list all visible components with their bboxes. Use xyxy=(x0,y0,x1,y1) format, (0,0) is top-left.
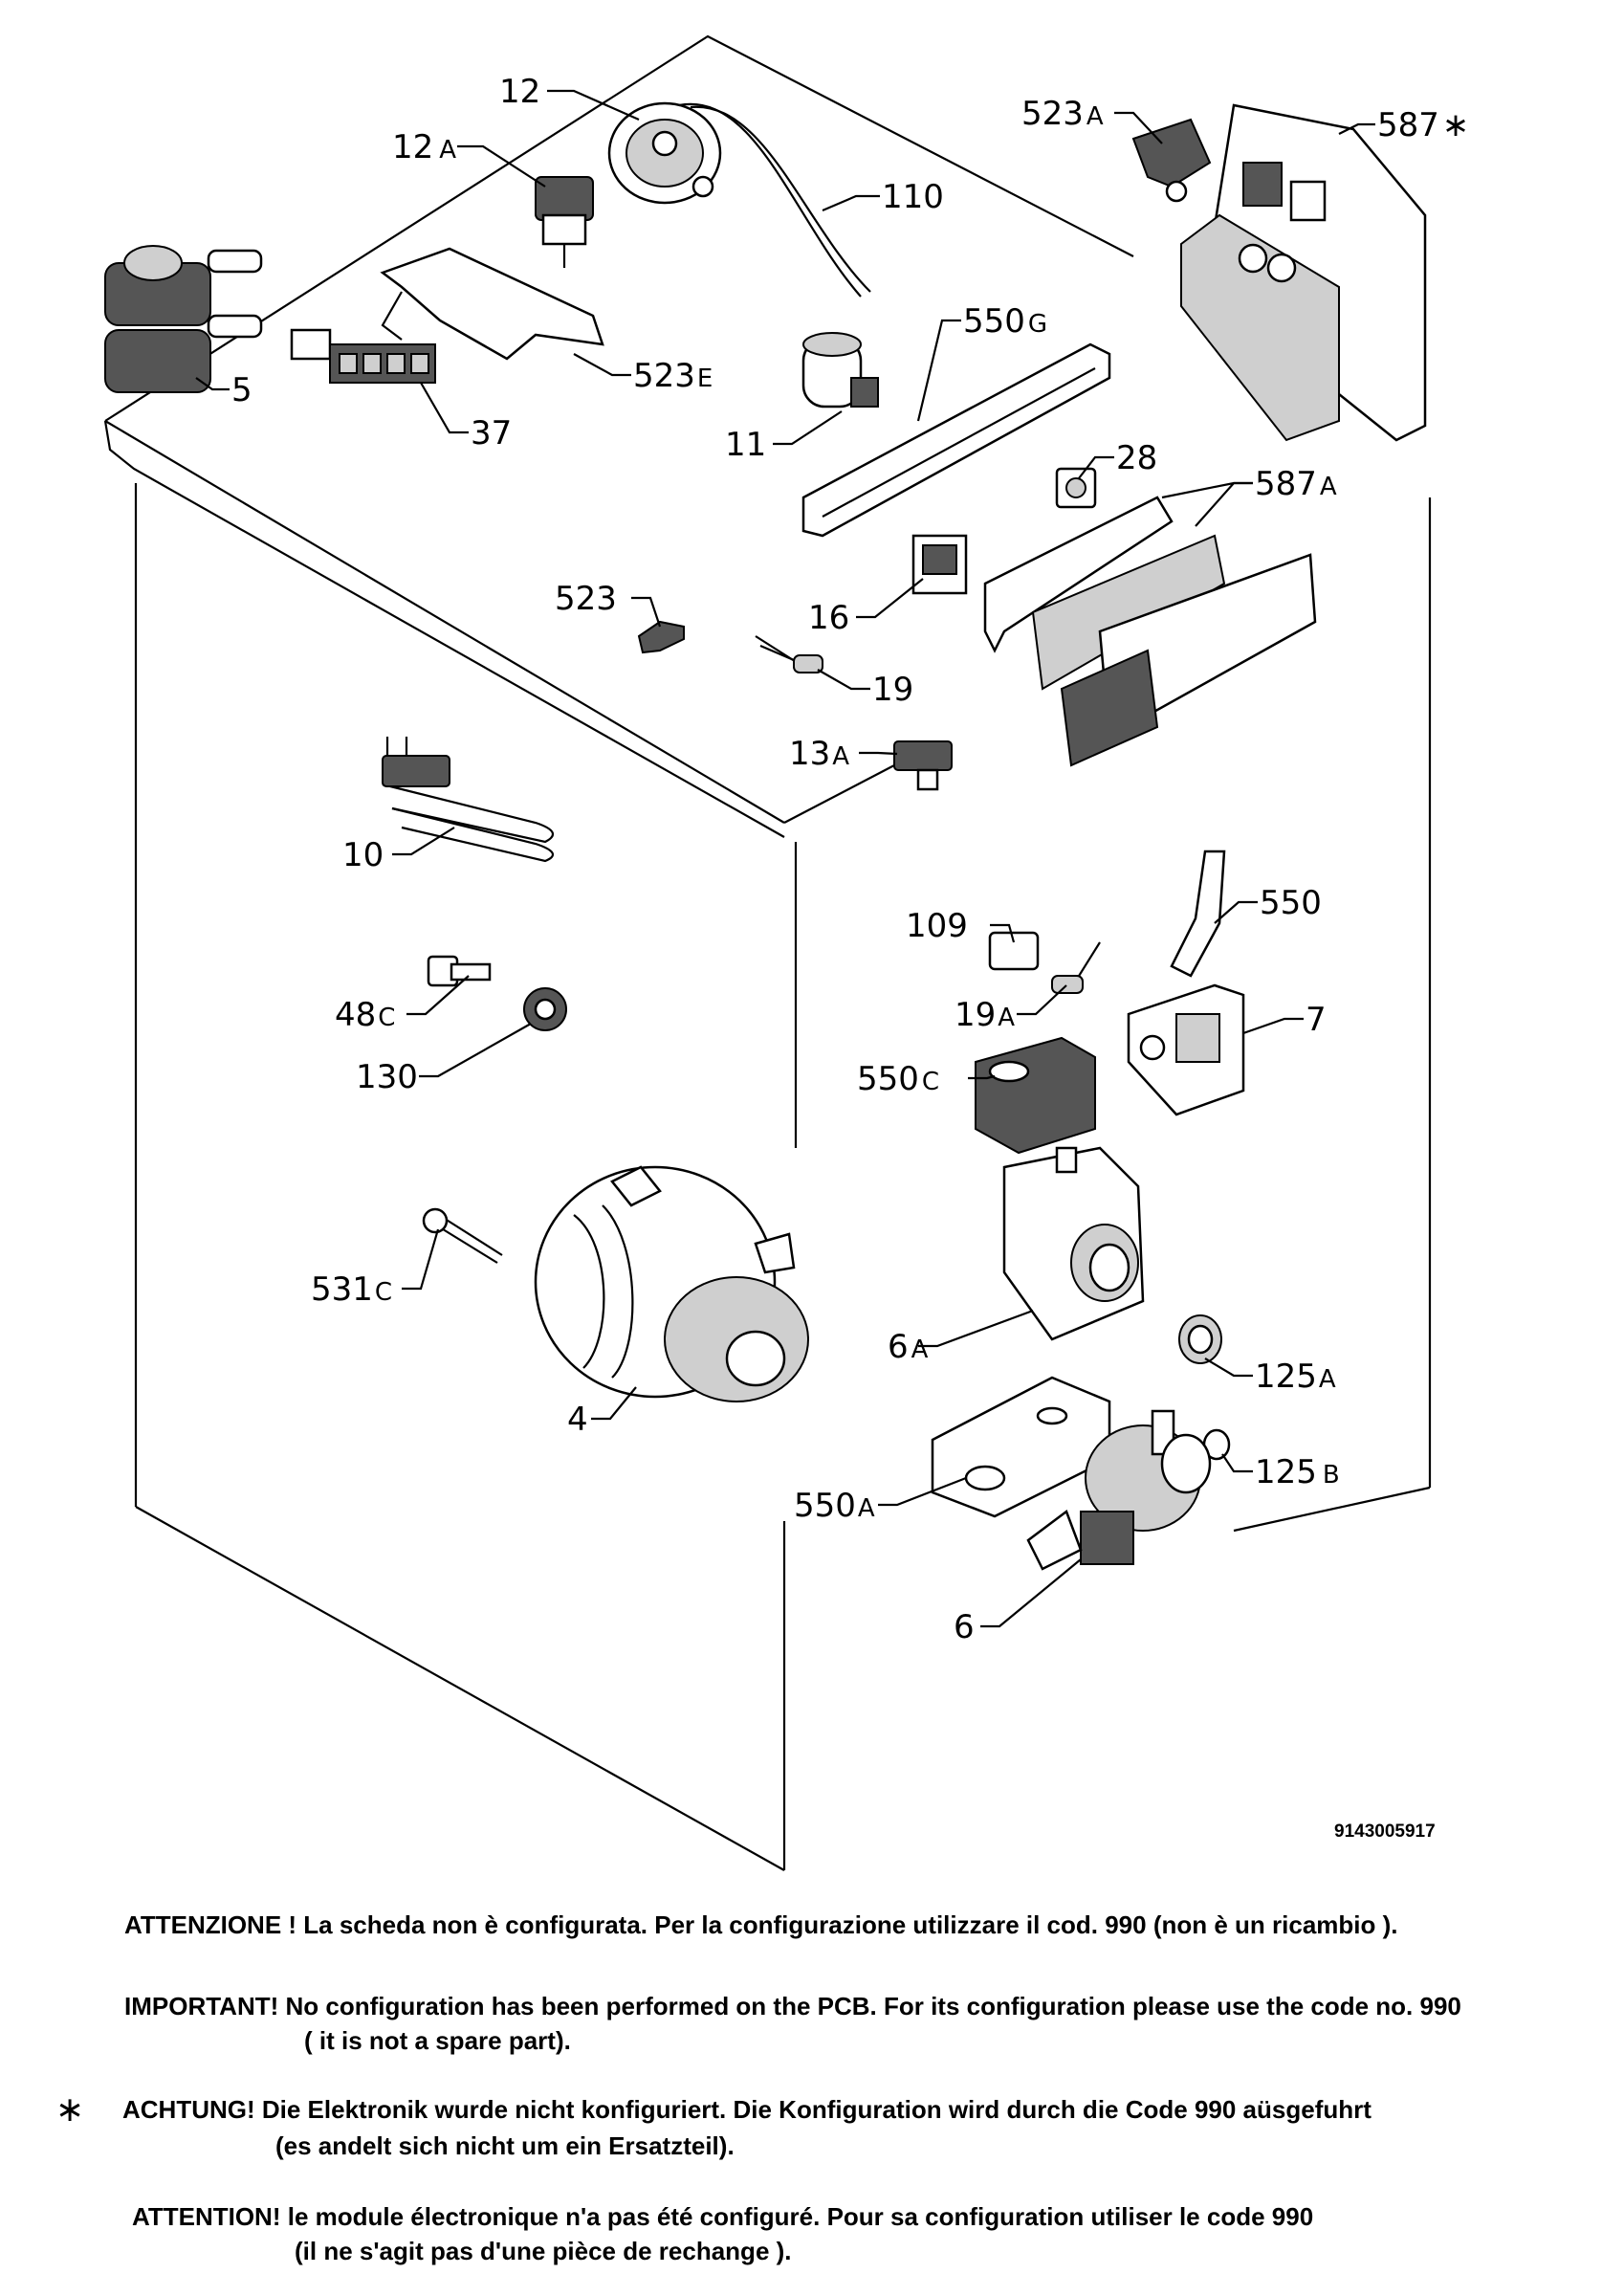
drain-pump-6 xyxy=(1026,1409,1212,1571)
label-16: 16 xyxy=(808,599,849,637)
label-109: 109 xyxy=(906,907,968,945)
label-5: 5 xyxy=(231,371,252,409)
label-7: 7 xyxy=(1306,1001,1327,1039)
bracket-523e xyxy=(380,247,604,361)
label-523e: 523E xyxy=(633,357,713,395)
cover-550c xyxy=(975,1036,1096,1155)
shaft-48c xyxy=(427,955,492,987)
lamp-holder-28 xyxy=(1055,467,1097,509)
label-13a: 13A xyxy=(789,735,849,773)
leader-lines xyxy=(195,89,1375,1628)
label-125a: 125A xyxy=(1255,1358,1336,1396)
knob-130 xyxy=(523,987,567,1031)
panel-550g xyxy=(801,342,1111,538)
pressure-switch-12a xyxy=(535,176,594,268)
label-4: 4 xyxy=(567,1401,588,1439)
capacitor-11 xyxy=(801,332,879,408)
label-6: 6 xyxy=(954,1608,975,1646)
motor-4 xyxy=(534,1165,809,1402)
label-550: 550 xyxy=(1260,884,1322,922)
label-11: 11 xyxy=(725,426,766,464)
connector-13a xyxy=(893,740,953,791)
cover-550a xyxy=(931,1376,1111,1518)
seal-125a xyxy=(1178,1314,1222,1364)
label-19: 19 xyxy=(872,671,913,709)
label-550a: 550A xyxy=(794,1487,875,1525)
label-37: 37 xyxy=(471,414,512,453)
label-587-star: 587∗ xyxy=(1377,106,1469,144)
label-130: 130 xyxy=(356,1058,418,1096)
control-boards-587a xyxy=(983,496,1317,767)
cap-109 xyxy=(988,931,1040,971)
pump-housing-6a xyxy=(1002,1146,1145,1341)
label-531c: 531C xyxy=(311,1270,392,1309)
inlet-valve-5 xyxy=(104,245,263,393)
cabinet-outline xyxy=(103,34,1432,1871)
label-10: 10 xyxy=(342,836,384,874)
electronic-module-587 xyxy=(1180,103,1427,442)
screw-531c xyxy=(422,1207,503,1264)
clip-523 xyxy=(637,620,685,654)
ntc-sensor-19 xyxy=(755,635,823,673)
heater-10 xyxy=(382,737,555,863)
selector-7 xyxy=(1127,983,1245,1116)
terminal-block-37 xyxy=(290,328,436,384)
label-110: 110 xyxy=(882,178,944,216)
drawing-number: 9143005917 xyxy=(1334,1821,1436,1842)
pressure-switch-12 xyxy=(607,101,871,298)
label-523: 523 xyxy=(555,580,617,618)
label-28: 28 xyxy=(1116,439,1157,477)
lever-550 xyxy=(1170,850,1226,978)
door-interlock-16 xyxy=(911,534,968,595)
label-19a: 19A xyxy=(955,996,1015,1034)
bracket-523a xyxy=(1131,118,1212,203)
ntc-sensor-19a xyxy=(1051,941,1101,994)
label-12: 12 xyxy=(499,73,540,111)
label-48c: 48C xyxy=(335,996,395,1034)
